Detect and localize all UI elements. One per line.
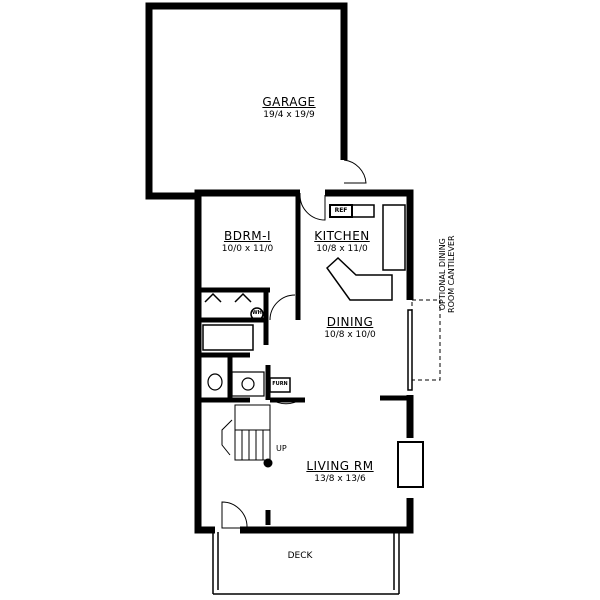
room-name: KITCHEN (314, 229, 370, 243)
room-size: 10/8 x 11/0 (316, 244, 368, 254)
room-label-deck: DECK (287, 551, 313, 561)
room-label-garage: GARAGE 19/4 x 19/9 (234, 96, 344, 120)
cantilever-note-line2: ROOM CANTILEVER (447, 235, 456, 313)
room-label-kitchen: KITCHEN 10/8 x 11/0 (302, 230, 382, 254)
door-swings (221, 194, 326, 529)
interior-walls (200, 193, 410, 525)
stairs (221, 404, 273, 468)
room-label-bedroom: BDRM-I 10/0 x 11/0 (200, 230, 295, 254)
room-name: GARAGE (262, 95, 316, 109)
garage-walls (145, 2, 348, 200)
stairs-up-label: UP (276, 444, 287, 453)
sink (241, 377, 255, 391)
range (351, 204, 375, 218)
room-size: 10/8 x 10/0 (324, 330, 376, 340)
cantilever-outline (411, 299, 441, 381)
water-heater-label: WH (252, 310, 262, 316)
room-size: 19/4 x 19/9 (263, 110, 315, 120)
toilet (207, 373, 223, 391)
closet-marks (204, 292, 252, 303)
room-size: 13/8 x 13/6 (314, 474, 366, 484)
vanity (231, 371, 265, 397)
windows (195, 219, 413, 533)
water-heater (250, 307, 264, 321)
room-name: LIVING RM (306, 459, 374, 473)
garage-door-swing (343, 159, 367, 184)
house-exterior-walls (194, 189, 414, 534)
cantilever-note: OPTIONAL DINING ROOM CANTILEVER (438, 219, 456, 329)
cantilever-note-line1: OPTIONAL DINING (437, 238, 447, 311)
furnace-label: FURN (272, 381, 288, 387)
bathtub (202, 324, 254, 351)
room-name: DINING (326, 315, 374, 329)
room-name: BDRM-I (223, 229, 272, 243)
kitchen-counter (382, 204, 406, 271)
room-label-dining: DINING 10/8 x 10/0 (310, 316, 390, 340)
refrigerator-label: REF (334, 207, 348, 214)
room-label-living: LIVING RM 13/8 x 13/6 (290, 460, 390, 484)
kitchen-island (326, 256, 393, 301)
furnace (269, 377, 291, 393)
deck (212, 532, 400, 595)
fireplace (397, 441, 424, 488)
room-size: 10/0 x 11/0 (221, 244, 274, 254)
